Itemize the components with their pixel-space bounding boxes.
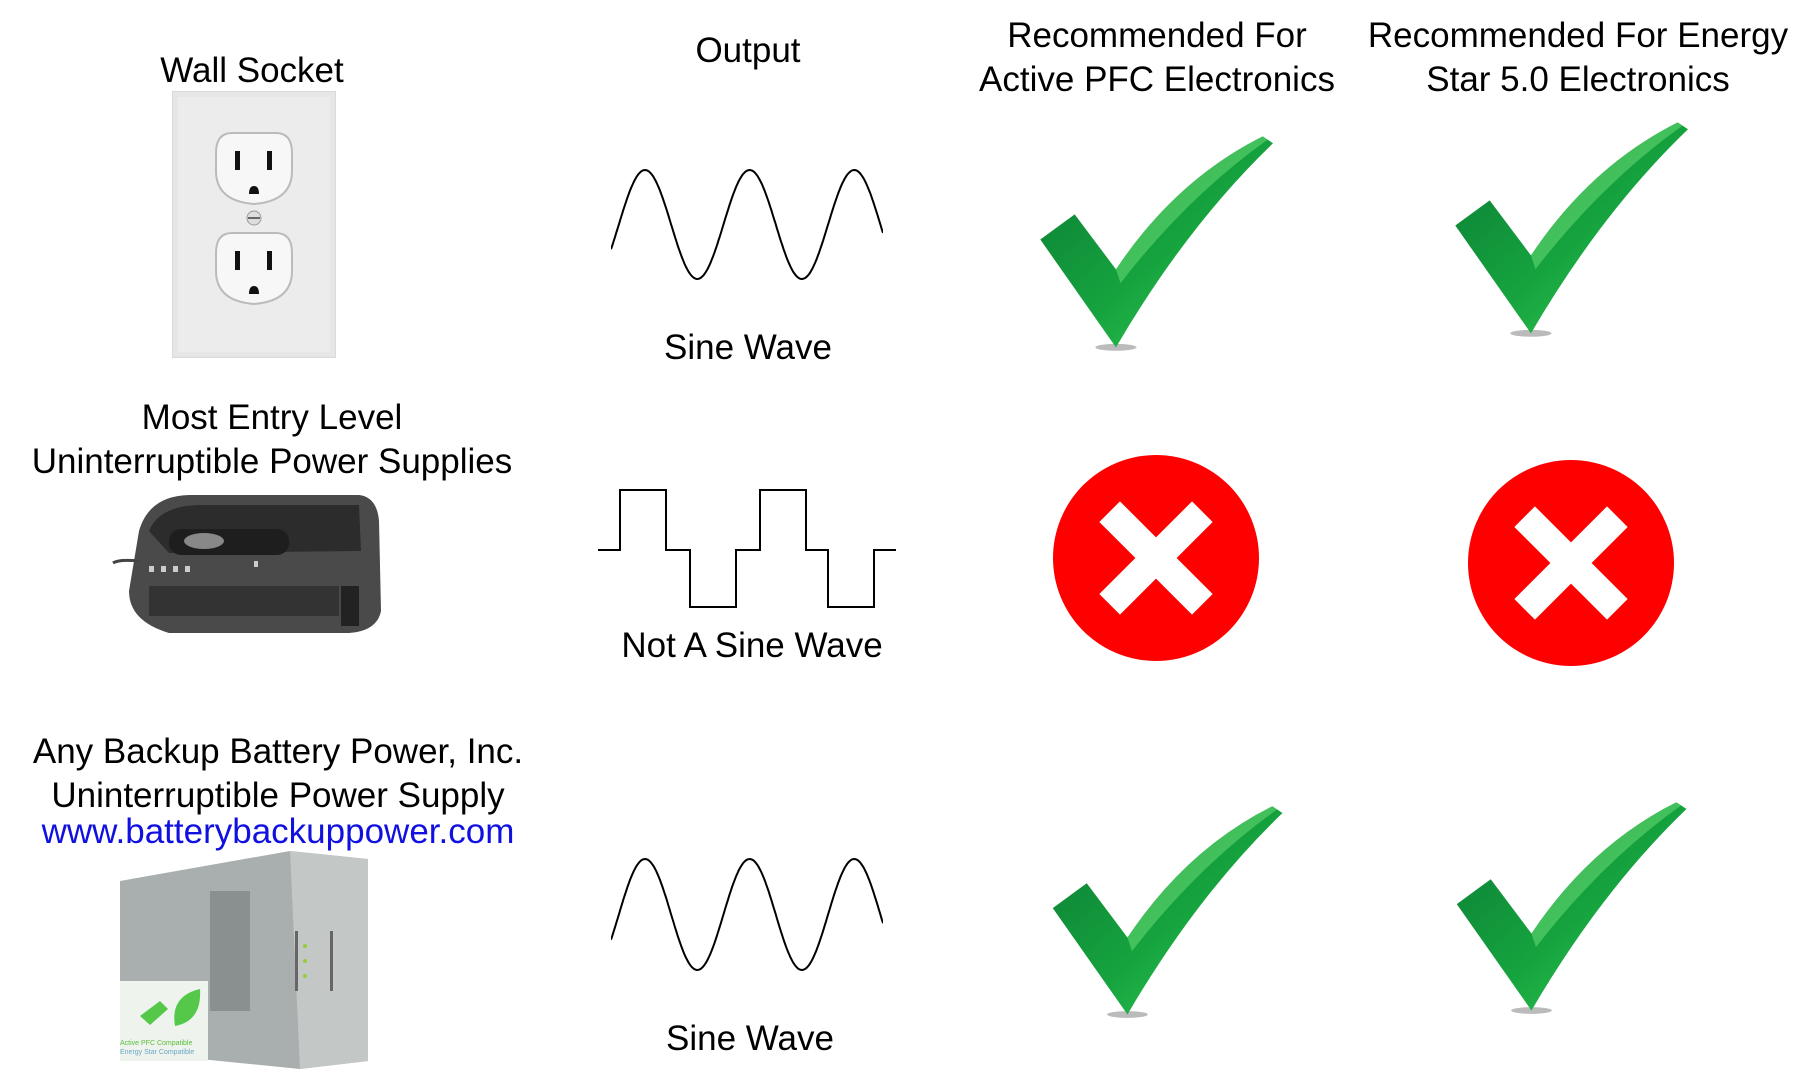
row2-source-line2: Uninterruptible Power Supplies [31,442,513,481]
check-icon [1453,120,1688,338]
row3-source-line2: Uninterruptible Power Supply [51,776,505,815]
header-energy-line2: Star 5.0 Electronics [1426,60,1730,99]
row2-source-line1: Most Entry Level [141,398,403,437]
row3-source-line1: Any Backup Battery Power, Inc. [32,732,524,771]
backup-ups-image: Active PFC Compatible Energy Star Compat… [120,851,370,1071]
entry-ups-image [112,495,381,633]
badge-line2: Energy Star Compatible [120,1049,195,1056]
website-link[interactable]: www.batterybackuppower.com [41,812,515,851]
check-icon [1049,804,1284,1019]
sine-wave-2 [611,857,883,972]
header-energy-line1: Recommended For Energy [1367,16,1789,55]
compatibility-badge: Active PFC Compatible Energy Star Compat… [120,981,208,1061]
output-label-3: Sine Wave [666,1019,834,1058]
plug-leaf-icon [140,989,201,1026]
badge-line1: Active PFC Compatible [120,1040,193,1047]
sine-wave-1 [611,168,883,281]
square-wave [598,489,896,608]
cross-icon [1468,460,1674,666]
header-output: Output [695,31,801,70]
output-label-2: Not A Sine Wave [621,626,883,665]
output-label-1: Sine Wave [664,328,832,367]
check-icon [1038,134,1273,352]
header-pfc-line1: Recommended For [1007,16,1307,55]
cross-icon [1053,455,1259,661]
wall-socket-image [172,91,336,358]
check-icon [1453,800,1688,1015]
header-wall-socket: Wall Socket [160,51,344,90]
header-pfc-line2: Active PFC Electronics [979,60,1335,99]
